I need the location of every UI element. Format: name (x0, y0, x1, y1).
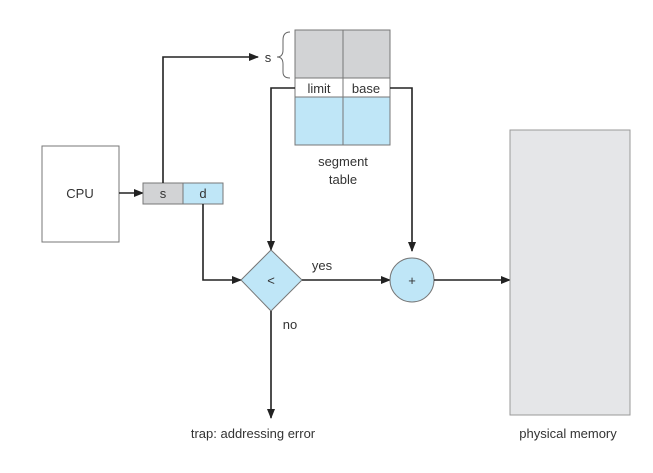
segment-brace-icon (276, 31, 291, 79)
segment-table-caption-2: table (329, 172, 357, 187)
logical-address-s-label: s (160, 186, 167, 201)
physical-memory-box (509, 129, 631, 416)
limit-line (267, 87, 295, 251)
physical-memory-label: physical memory (519, 426, 617, 441)
compare-symbol: < (267, 273, 275, 288)
segment-table-base-label: base (352, 81, 380, 96)
cpu-box (41, 145, 120, 243)
segment-index-line (162, 53, 259, 183)
cpu-label: CPU (66, 186, 93, 201)
segment-index-label: s (265, 50, 272, 65)
base-line (390, 87, 416, 252)
trap-label: trap: addressing error (191, 426, 316, 441)
logical-address-d-label: d (199, 186, 206, 201)
segment-table-caption-1: segment (318, 154, 368, 169)
yes-label: yes (312, 258, 333, 273)
offset-line (202, 204, 242, 284)
adder-symbol: + (408, 273, 416, 288)
no-label: no (283, 317, 297, 332)
segment-table-limit-label: limit (307, 81, 330, 96)
